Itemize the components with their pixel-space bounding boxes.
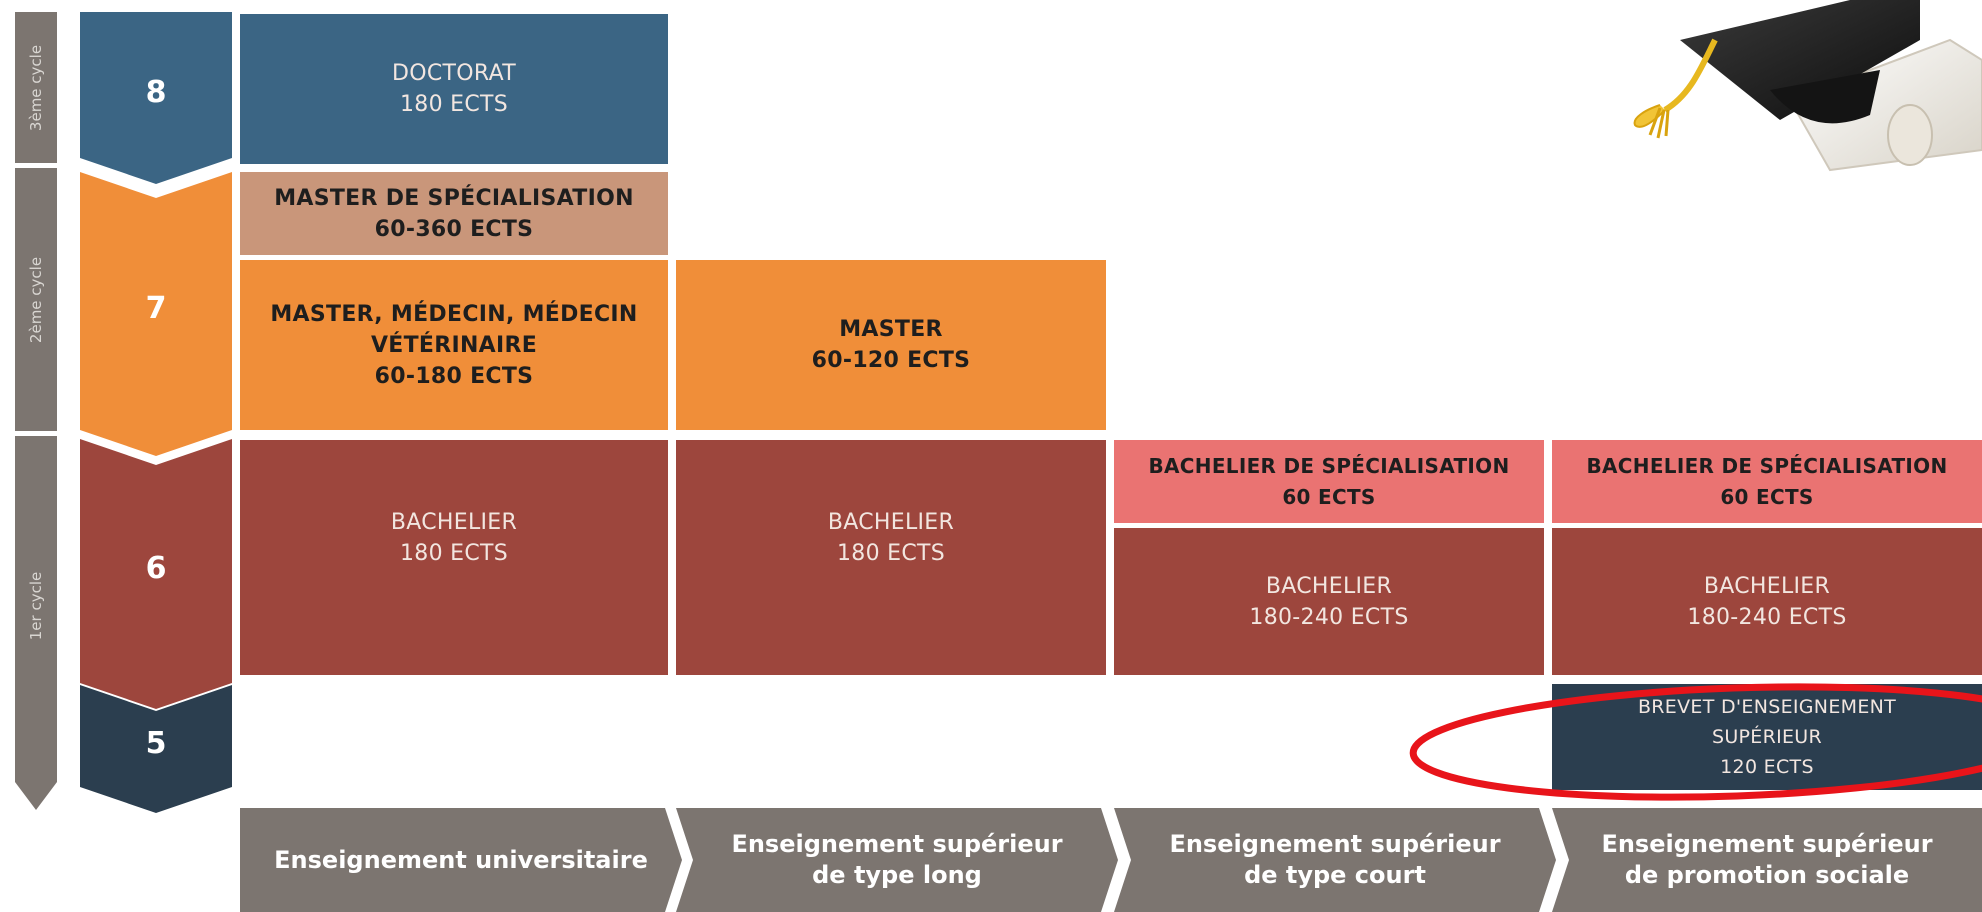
column-type-long-label-2: de type long <box>812 861 982 889</box>
level-8-label: 8 <box>145 74 167 110</box>
bachelier-type-long-title: BACHELIER <box>827 509 955 535</box>
column-type-court-label-2: de type court <box>1244 861 1426 889</box>
level-7-label: 7 <box>145 290 167 326</box>
bachelier-universitaire-cell: BACHELIER 180 ECTS <box>240 440 668 675</box>
bachelier-type-court-ects: 180-240 ECTS <box>1249 604 1409 630</box>
master-universitaire-ects: 60-180 ECTS <box>374 363 534 389</box>
cycle-band <box>15 12 57 810</box>
cycle-1-label: 1er cycle <box>27 571 45 641</box>
cycle-divider <box>15 163 57 168</box>
bachelier-universitaire-ects: 180 ECTS <box>399 540 509 566</box>
level-6-chevron: 6 <box>80 439 232 709</box>
master-specialisation-ects: 60-360 ECTS <box>374 216 534 242</box>
master-universitaire-title: MASTER, MÉDECIN, MÉDECIN <box>270 301 638 327</box>
bachelier-specialisation-promo-cell: BACHELIER DE SPÉCIALISATION 60 ECTS <box>1552 440 1982 523</box>
column-promotion-sociale-label-1: Enseignement supérieur <box>1601 830 1933 858</box>
cycle-divider <box>15 431 57 436</box>
bachelier-specialisation-promo-title: BACHELIER DE SPÉCIALISATION <box>1586 453 1948 478</box>
column-type-long-label-1: Enseignement supérieur <box>731 830 1063 858</box>
bachelier-specialisation-court-ects: 60 ECTS <box>1282 484 1376 509</box>
brevet-title: BREVET D'ENSEIGNEMENT <box>1637 696 1897 718</box>
graduation-cap-and-diploma-icon <box>1633 0 1982 172</box>
column-universitaire-label: Enseignement universitaire <box>274 845 648 874</box>
bachelier-universitaire-title: BACHELIER <box>390 509 518 535</box>
column-type-court-tab: Enseignement supérieur de type court <box>1114 808 1556 912</box>
bachelier-specialisation-court-cell: BACHELIER DE SPÉCIALISATION 60 ECTS <box>1114 440 1544 523</box>
level-8-chevron: 8 <box>80 12 232 184</box>
cycle-1-section: 1er cycle <box>15 436 57 776</box>
master-type-long-ects: 60-120 ECTS <box>811 348 971 373</box>
bachelier-type-court-cell: BACHELIER 180-240 ECTS <box>1114 528 1544 675</box>
cycle-3-section: 3ème cycle <box>15 12 57 163</box>
brevet-cell: BREVET D'ENSEIGNEMENT SUPÉRIEUR 120 ECTS <box>1552 684 1982 790</box>
cycle-3-label: 3ème cycle <box>27 44 45 131</box>
brevet-ects: 120 ECTS <box>1720 756 1814 778</box>
column-promotion-sociale-tab: Enseignement supérieur de promotion soci… <box>1552 808 1982 912</box>
column-universitaire-tab: Enseignement universitaire <box>240 808 682 912</box>
level-7-chevron: 7 <box>80 172 232 456</box>
bachelier-specialisation-court-title: BACHELIER DE SPÉCIALISATION <box>1148 453 1510 478</box>
master-specialisation-cell: MASTER DE SPÉCIALISATION 60-360 ECTS <box>240 172 668 255</box>
cycle-2-label: 2ème cycle <box>27 256 45 343</box>
column-type-long-tab: Enseignement supérieur de type long <box>676 808 1118 912</box>
master-universitaire-cell: MASTER, MÉDECIN, MÉDECIN VÉTÉRINAIRE 60-… <box>240 260 668 430</box>
master-type-long-cell: MASTER 60-120 ECTS <box>676 260 1106 430</box>
bachelier-promotion-sociale-ects: 180-240 ECTS <box>1687 604 1847 630</box>
bachelier-promotion-sociale-title: BACHELIER <box>1703 573 1831 599</box>
doctorat-cell: DOCTORAT 180 ECTS <box>240 14 668 164</box>
bachelier-promotion-sociale-cell: BACHELIER 180-240 ECTS <box>1552 528 1982 675</box>
brevet-title-2: SUPÉRIEUR <box>1711 726 1823 748</box>
master-specialisation-title: MASTER DE SPÉCIALISATION <box>274 185 634 211</box>
level-6-label: 6 <box>145 550 167 586</box>
column-promotion-sociale-label-2: de promotion sociale <box>1624 861 1910 889</box>
bachelier-type-long-cell: BACHELIER 180 ECTS <box>676 440 1106 675</box>
doctorat-title: DOCTORAT <box>392 61 516 86</box>
master-universitaire-title-2: VÉTÉRINAIRE <box>370 332 538 358</box>
master-type-long-title: MASTER <box>839 317 943 342</box>
bachelier-type-long-ects: 180 ECTS <box>836 540 946 566</box>
column-type-court-label-1: Enseignement supérieur <box>1169 830 1501 858</box>
level-5-label: 5 <box>145 725 167 761</box>
doctorat-ects: 180 ECTS <box>399 92 509 117</box>
bachelier-type-court-title: BACHELIER <box>1265 573 1393 599</box>
bachelier-specialisation-promo-ects: 60 ECTS <box>1720 484 1814 509</box>
cycle-2-section: 2ème cycle <box>15 168 57 431</box>
